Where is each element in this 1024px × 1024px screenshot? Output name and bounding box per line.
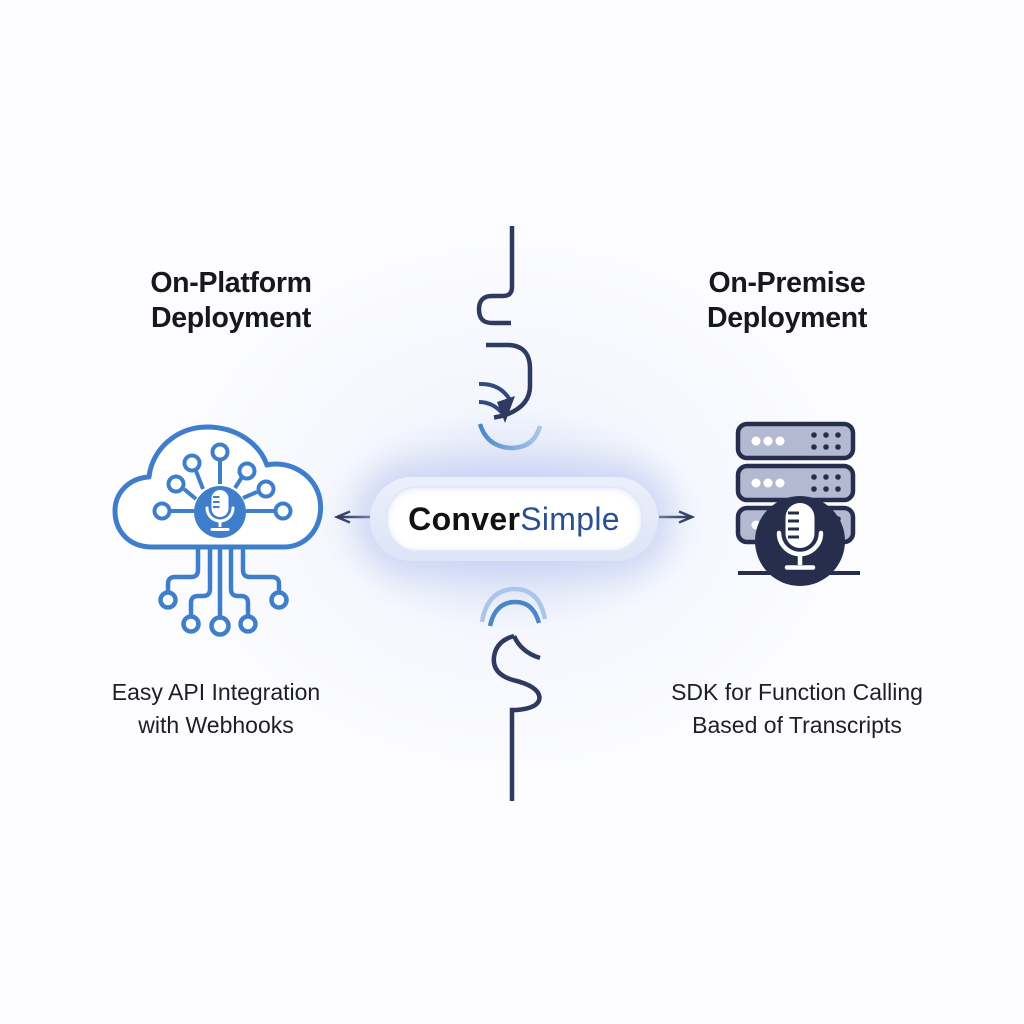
left-caption-line2: with Webhooks xyxy=(138,711,294,738)
left-deployment-heading: On-Platform Deployment xyxy=(81,266,381,336)
right-caption-line1: SDK for Function Calling xyxy=(671,679,923,705)
right-caption-line2: Based of Transcripts xyxy=(692,711,902,738)
right-deployment-heading: On-Premise Deployment xyxy=(637,266,937,336)
right-feature-caption: SDK for Function Calling Based of Transc… xyxy=(647,676,947,741)
brand-name-accent: Simple xyxy=(520,500,620,537)
left-feature-caption: Easy API Integration with Webhooks xyxy=(66,676,366,741)
brand-name-primary: Conver xyxy=(408,500,521,537)
flow-line-top-icon xyxy=(476,226,543,451)
right-heading-line1: On-Premise xyxy=(708,267,866,299)
flow-line-bottom-icon xyxy=(479,586,548,801)
microphone-icon xyxy=(194,486,246,538)
microphone-icon xyxy=(755,496,845,586)
left-caption-line1: Easy API Integration xyxy=(111,679,321,705)
left-heading-line1: On-Platform xyxy=(150,267,312,299)
server-stack-voice-icon xyxy=(735,421,860,586)
arrow-right-icon xyxy=(659,510,696,524)
right-heading-line2: Deployment xyxy=(706,302,868,334)
cloud-voice-network-icon xyxy=(112,424,324,637)
left-heading-line2: Deployment xyxy=(150,302,312,334)
